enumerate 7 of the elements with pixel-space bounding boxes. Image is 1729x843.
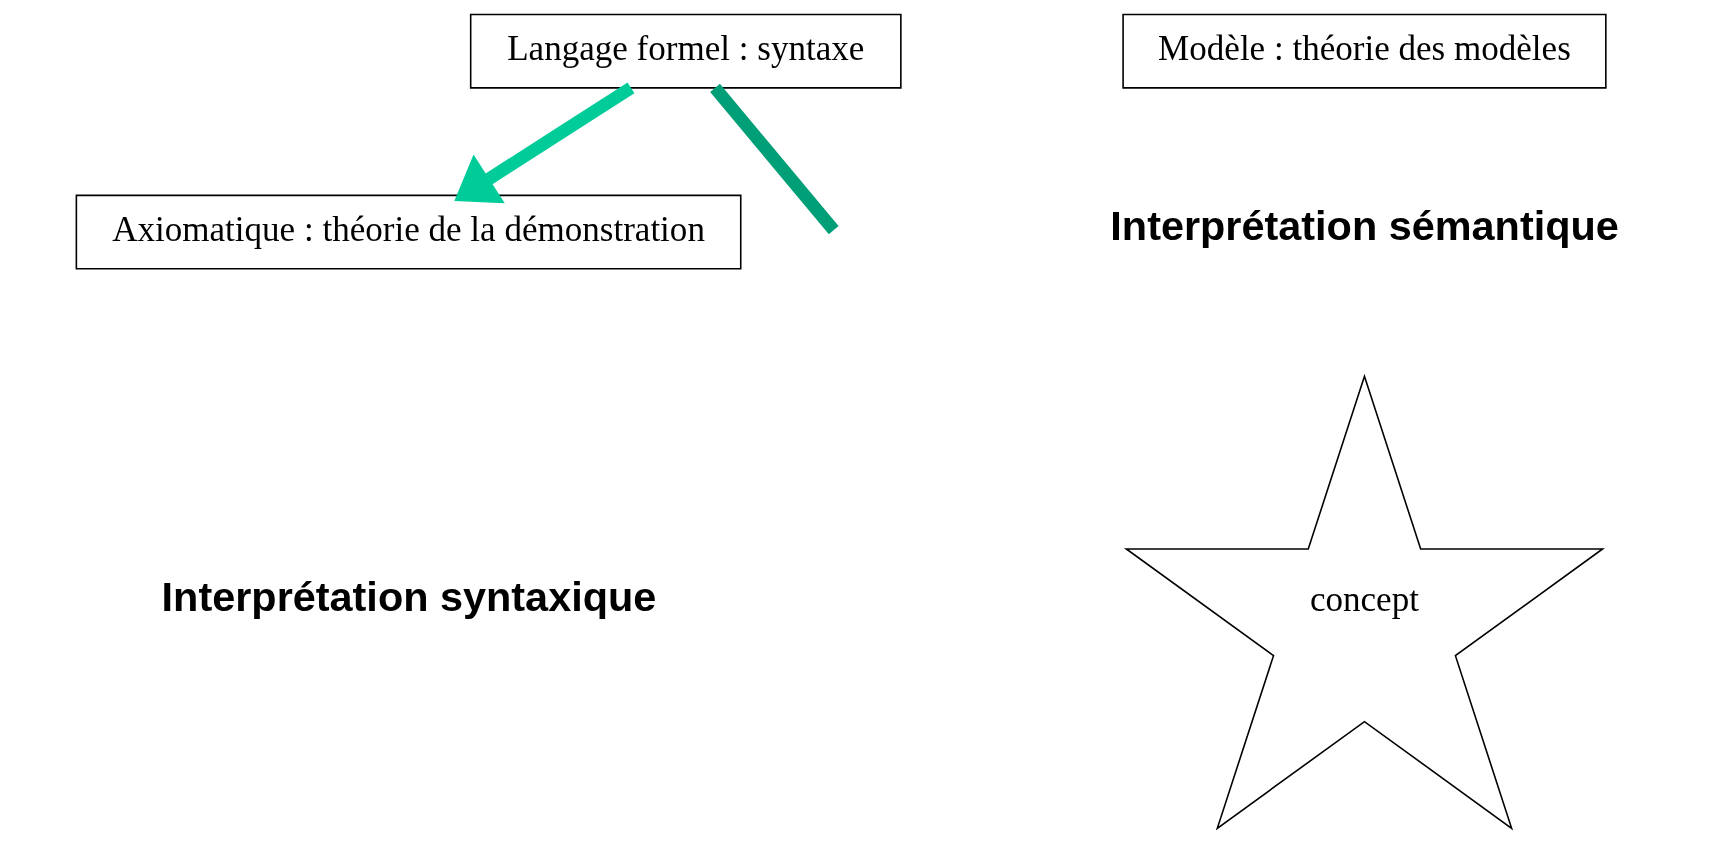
- label: Interprétation sémantique: [1109, 203, 1619, 250]
- node-box: Axiomatique : théorie de la démonstration: [75, 194, 742, 270]
- node-box: Modèle : théorie des modèles: [1121, 13, 1607, 89]
- label: Interprétation syntaxique: [161, 573, 656, 620]
- connector: [709, 83, 839, 235]
- node-box: Langage formel : syntaxe: [469, 13, 902, 89]
- arrow: [453, 82, 634, 204]
